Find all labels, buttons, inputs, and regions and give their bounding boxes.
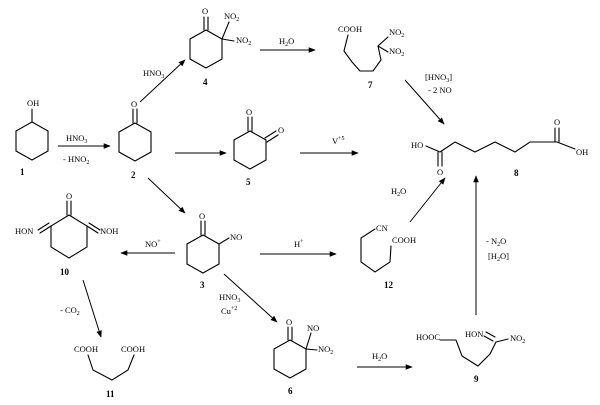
- reagent-hno3-bracket: [HNO3]: [425, 72, 452, 84]
- nitrile-label: CN: [376, 223, 388, 233]
- reagent-hno3-2: HNO3: [143, 68, 164, 80]
- compound-number-5: 5: [246, 177, 251, 187]
- nitro-label: NO2: [510, 333, 525, 345]
- compound-7-dinitro-acid: COOH NO2 NO2 7: [338, 24, 404, 90]
- compound-number-6: 6: [288, 386, 293, 396]
- arrow-3-to-6: [223, 273, 278, 323]
- carbonyl-oxygen-right: O: [554, 117, 560, 127]
- reagent-h2o-6-9: H2O: [372, 351, 387, 363]
- nitroso-label: NO: [307, 323, 319, 333]
- carbonyl-oxygen: O: [286, 317, 292, 327]
- nitro-label-upper: NO2: [389, 27, 404, 39]
- compound-3-nitroso-ketone: O NO 3: [186, 211, 242, 290]
- compound-number-12: 12: [384, 280, 394, 290]
- carboxyl-label: COOH: [392, 235, 416, 245]
- reagent-vanadium: V+5: [332, 136, 345, 146]
- compound-11-glutaric-acid: COOH COOH 11: [74, 344, 145, 399]
- nitro-label-lower: NO2: [389, 46, 404, 58]
- compound-2-cyclohexanone: O 2: [118, 99, 152, 180]
- reagent-minus-2no: - 2 NO: [428, 85, 452, 95]
- oxime-right-label: NOH: [100, 226, 118, 236]
- carbonyl-oxygen: O: [199, 211, 205, 221]
- nitroso-label: NO: [230, 232, 242, 242]
- hydroxyl-left: HO: [411, 140, 423, 150]
- reagent-copper: Cu+2: [221, 306, 237, 316]
- nitro-label-upper: NO2: [224, 11, 239, 23]
- carboxyl-label: COOH: [338, 24, 362, 34]
- carbonyl-oxygen: O: [66, 191, 72, 201]
- compound-number-1: 1: [20, 167, 25, 177]
- arrow-7-to-8: [404, 79, 445, 125]
- compound-12-cyano-acid: CN COOH 12: [360, 223, 416, 290]
- compound-number-3: 3: [200, 280, 205, 290]
- compound-number-7: 7: [368, 80, 373, 90]
- compound-6-nitro-nitroso-ketone: O NO NO2 6: [273, 317, 333, 396]
- carbonyl-oxygen-left: O: [437, 167, 443, 177]
- compound-10-dioxime: O HON NOH 10: [15, 191, 118, 277]
- compound-1-cyclohexanol: OH 1: [15, 98, 49, 177]
- oxime-left-label: HON: [15, 226, 33, 236]
- compound-5-diketone: O O 5: [233, 107, 284, 187]
- carboxyl-right-label: COOH: [121, 344, 145, 354]
- arrow-2-to-4: [139, 59, 186, 103]
- reagent-minus-co2: - CO2: [60, 305, 80, 317]
- compound-9-nitrolic-acid: HOOC HON NO2 9: [416, 329, 525, 384]
- reagent-minus-n2o: - N2O: [486, 236, 506, 248]
- compound-number-9: 9: [474, 374, 479, 384]
- carbonyl-oxygen-1: O: [246, 107, 252, 117]
- reagent-h2o-4-7: H2O: [279, 36, 294, 48]
- reagent-h2o-bracket: [H2O]: [488, 251, 509, 263]
- hydroxyl-right: OH: [576, 147, 588, 157]
- arrow-12-to-8: [409, 177, 446, 223]
- carbonyl-oxygen-2: O: [278, 125, 284, 135]
- carboxyl-left-label: COOH: [74, 344, 98, 354]
- compound-number-10: 10: [60, 267, 70, 277]
- hydroxyl-label: OH: [27, 98, 39, 108]
- reagent-h2o-12-8: H2O: [391, 186, 406, 198]
- compound-8-adipic-acid: HO O O OH 8: [411, 117, 588, 178]
- reagent-hplus: H+: [294, 239, 304, 249]
- reagent-hno3-3: HNO3: [219, 292, 240, 304]
- nitro-label-lower: NO2: [236, 35, 251, 47]
- compound-number-8: 8: [514, 168, 519, 178]
- nitro-label: NO2: [318, 344, 333, 356]
- compound-4-dinitro-ketone: O NO2 NO2 4: [189, 6, 251, 87]
- oxime-label: HON: [465, 329, 483, 339]
- carboxyl-label: HOOC: [416, 332, 440, 342]
- reagent-minus-hno2: - HNO2: [63, 154, 89, 166]
- compound-number-4: 4: [203, 77, 208, 87]
- arrow-10-to-11: [82, 279, 102, 338]
- arrow-2-to-3: [147, 177, 186, 214]
- carbonyl-oxygen: O: [202, 6, 208, 16]
- compound-number-2: 2: [131, 170, 136, 180]
- compound-number-11: 11: [106, 389, 115, 399]
- carbonyl-oxygen: O: [131, 99, 137, 109]
- reagent-hno3-1: HNO3: [66, 133, 87, 145]
- reagent-noplus: NO+: [145, 239, 161, 249]
